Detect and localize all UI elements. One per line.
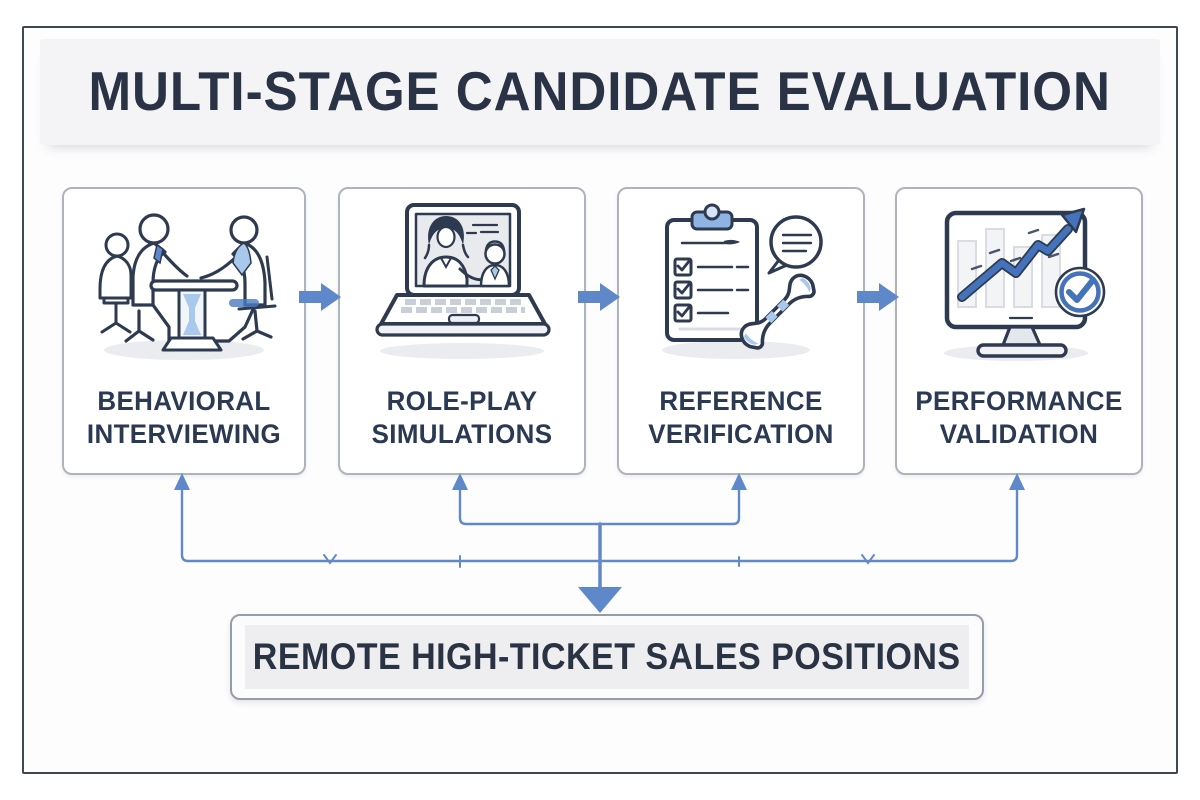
- stage-label-role-play-simulations: ROLE-PLAY SIMULATIONS: [340, 385, 584, 451]
- outcome-box: REMOTE HIGH-TICKET SALES POSITIONS: [230, 614, 984, 700]
- growth-arrow: [957, 207, 1086, 302]
- stage-4-label-line-2: VALIDATION: [939, 419, 1099, 449]
- phone-handset: [739, 273, 816, 350]
- arrow-stage2-to-stage3-icon: [578, 283, 620, 311]
- page-title: MULTI-STAGE CANDIDATE EVALUATION: [24, 64, 1176, 119]
- feedback-connector-lines: [174, 473, 1025, 613]
- outcome-inner-panel: REMOTE HIGH-TICKET SALES POSITIONS: [245, 625, 969, 689]
- stage-2-label-line-1: ROLE-PLAY: [386, 386, 538, 416]
- stage-2-label-line-2: SIMULATIONS: [371, 419, 553, 449]
- stage-label-reference-verification: REFERENCE VERIFICATION: [619, 385, 863, 451]
- monitor-growth-check-icon: [914, 199, 1124, 369]
- stage-box-role-play-simulations: ROLE-PLAY SIMULATIONS: [338, 187, 586, 475]
- page-title-text: MULTI-STAGE CANDIDATE EVALUATION: [88, 60, 1112, 122]
- clipboard-checklist-phone-icon: [636, 199, 846, 369]
- stage-1-label-line-2: INTERVIEWING: [86, 419, 282, 449]
- stage-label-behavioral-interviewing: BEHAVIORAL INTERVIEWING: [64, 385, 304, 451]
- arrow-stage1-to-stage2-icon: [299, 283, 341, 311]
- outcome-label: REMOTE HIGH-TICKET SALES POSITIONS: [253, 636, 961, 677]
- stage-1-label-line-1: BEHAVIORAL: [97, 386, 271, 416]
- clipboard: [665, 203, 759, 342]
- arrow-stage3-to-stage4-icon: [857, 283, 899, 311]
- stage-box-performance-validation: PERFORMANCE VALIDATION: [895, 187, 1143, 475]
- stage-box-reference-verification: REFERENCE VERIFICATION: [617, 187, 865, 475]
- stage-4-label-line-1: PERFORMANCE: [915, 386, 1123, 416]
- speech-bubble: [767, 215, 823, 275]
- stage-3-label-line-2: VERIFICATION: [648, 419, 834, 449]
- interview-meeting-icon: [79, 199, 289, 369]
- laptop-video-call-icon: [357, 199, 567, 369]
- stage-label-performance-validation: PERFORMANCE VALIDATION: [897, 385, 1141, 451]
- stage-box-behavioral-interviewing: BEHAVIORAL INTERVIEWING: [62, 187, 306, 475]
- check-badge: [1054, 266, 1106, 318]
- title-band: [40, 39, 1160, 145]
- stage-3-label-line-1: REFERENCE: [659, 386, 823, 416]
- outer-frame: MULTI-STAGE CANDIDATE EVALUATION: [22, 26, 1178, 774]
